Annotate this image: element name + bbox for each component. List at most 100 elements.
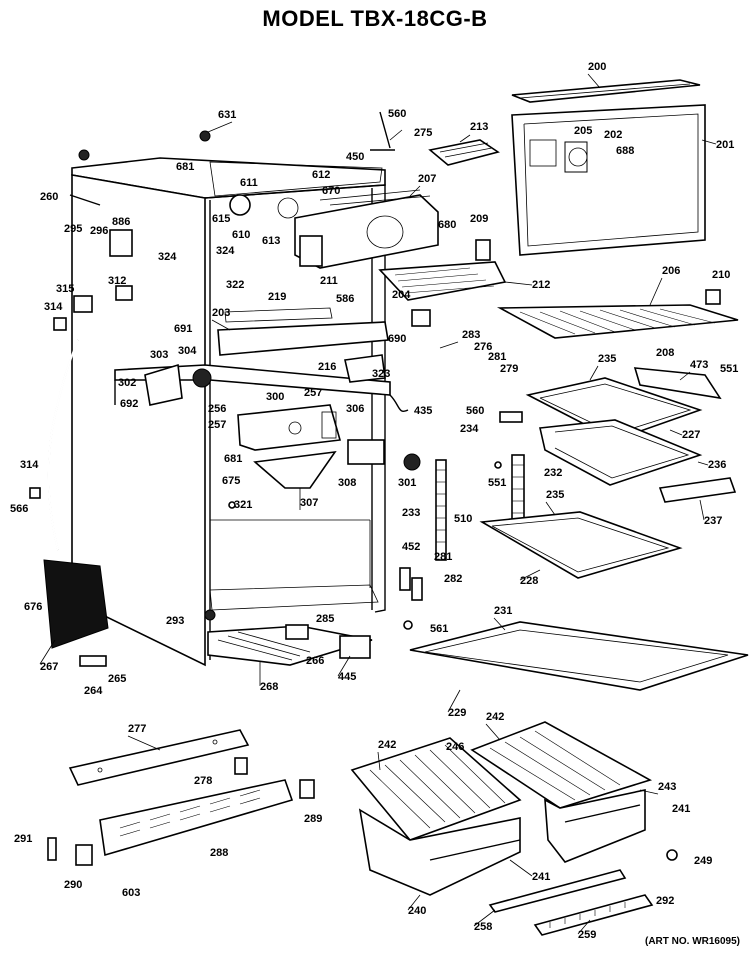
part-label: 308 [338,477,356,489]
part-label: 213 [470,121,488,133]
temperature-control-box [237,404,342,451]
part-label: 510 [454,513,472,525]
part-label: 296 [90,225,108,237]
part-label: 307 [300,497,318,509]
part-label: 615 [212,213,230,225]
part-label: 204 [392,289,411,301]
part-label: 445 [338,671,356,683]
part-label: 233 [402,507,420,519]
part-label: 452 [402,541,420,553]
part-label: 207 [418,173,436,185]
light-bracket [347,439,385,465]
part-label: 611 [240,177,258,189]
part-label: 560 [466,405,484,417]
crisper-drawer-left [350,737,522,896]
part-label: 257 [304,387,322,399]
part-label: 201 [716,139,734,151]
part-label: 675 [222,475,240,487]
part-label: 551 [488,477,506,489]
part-label: 234 [460,423,479,435]
part-label: 242 [486,711,504,723]
base-grille [99,779,294,857]
part-label: 293 [166,615,184,627]
part-label: 275 [414,127,432,139]
part-label: 235 [598,353,616,365]
part-label: 241 [672,803,690,815]
part-label: 229 [448,707,466,719]
part-label: 300 [266,391,284,403]
shelf-support-rail [435,459,447,561]
part-label: 295 [64,223,82,235]
part-label: 208 [656,347,674,359]
refrigerator-cabinet [71,157,391,667]
part-label: 257 [208,419,226,431]
part-label: 291 [14,833,32,845]
diagram-title: MODEL TBX-18CG-B [262,6,488,31]
part-label: 210 [712,269,730,281]
part-label: 240 [408,905,426,917]
part-label: 886 [112,216,130,228]
art-number: (ART NO. WR16095) [644,936,740,947]
part-label: 692 [120,398,138,410]
part-label: 209 [470,213,488,225]
part-label: 304 [178,345,197,357]
part-label: 681 [224,453,242,465]
part-label: 216 [318,361,336,373]
part-label: 266 [306,655,324,667]
part-label: 688 [616,145,634,157]
condenser-grille-panel [43,559,109,649]
part-label: 205 [574,125,592,137]
crisper-drawer-right [470,721,653,863]
shelf-support-rail-right [511,454,525,526]
part-label: 231 [494,605,512,617]
part-label: 228 [520,575,538,587]
part-label: 560 [388,108,406,120]
part-label: 435 [414,405,432,417]
cabinet-base [207,625,373,666]
part-label: 200 [588,61,606,73]
part-label: 242 [378,739,396,751]
pan-rail [658,477,737,503]
crisper-cover [409,621,749,691]
wiring-harness [389,394,409,412]
part-label: 206 [662,265,680,277]
part-label: 691 [174,323,192,335]
part-label: 302 [118,377,136,389]
part-label: 265 [108,673,126,685]
part-label: 613 [262,235,280,247]
part-label: 314 [20,459,39,471]
part-label: 249 [694,855,712,867]
part-label: 450 [346,151,364,163]
part-label: 322 [226,279,244,291]
part-label: 279 [500,363,518,375]
part-label: 219 [268,291,286,303]
freezer-door-liner [511,104,706,256]
part-label: 282 [444,573,462,585]
part-label: 235 [546,489,564,501]
part-label: 681 [176,161,194,173]
part-label: 268 [260,681,278,693]
part-label: 551 [720,363,738,375]
ice-tray [428,139,500,166]
meat-keeper-pan [539,419,703,486]
control-bracket [253,450,337,489]
part-label: 301 [398,477,416,489]
part-label: 241 [532,871,550,883]
part-label: 259 [578,929,596,941]
part-label: 610 [232,229,250,241]
part-label: 670 [322,185,340,197]
divider-trim [217,321,389,356]
part-label: 264 [84,685,103,697]
meat-pan-slide [633,367,722,400]
small-hardware [29,111,721,866]
leader-lines [39,73,717,935]
part-label: 603 [122,887,140,899]
drawer-trim-teeth [549,902,626,928]
part-label: 680 [438,219,456,231]
drawer-trim-right [533,894,654,936]
part-label: 561 [430,623,448,635]
glass-shelf [479,511,683,579]
part-label: 246 [446,741,464,753]
part-label: 566 [10,503,28,515]
